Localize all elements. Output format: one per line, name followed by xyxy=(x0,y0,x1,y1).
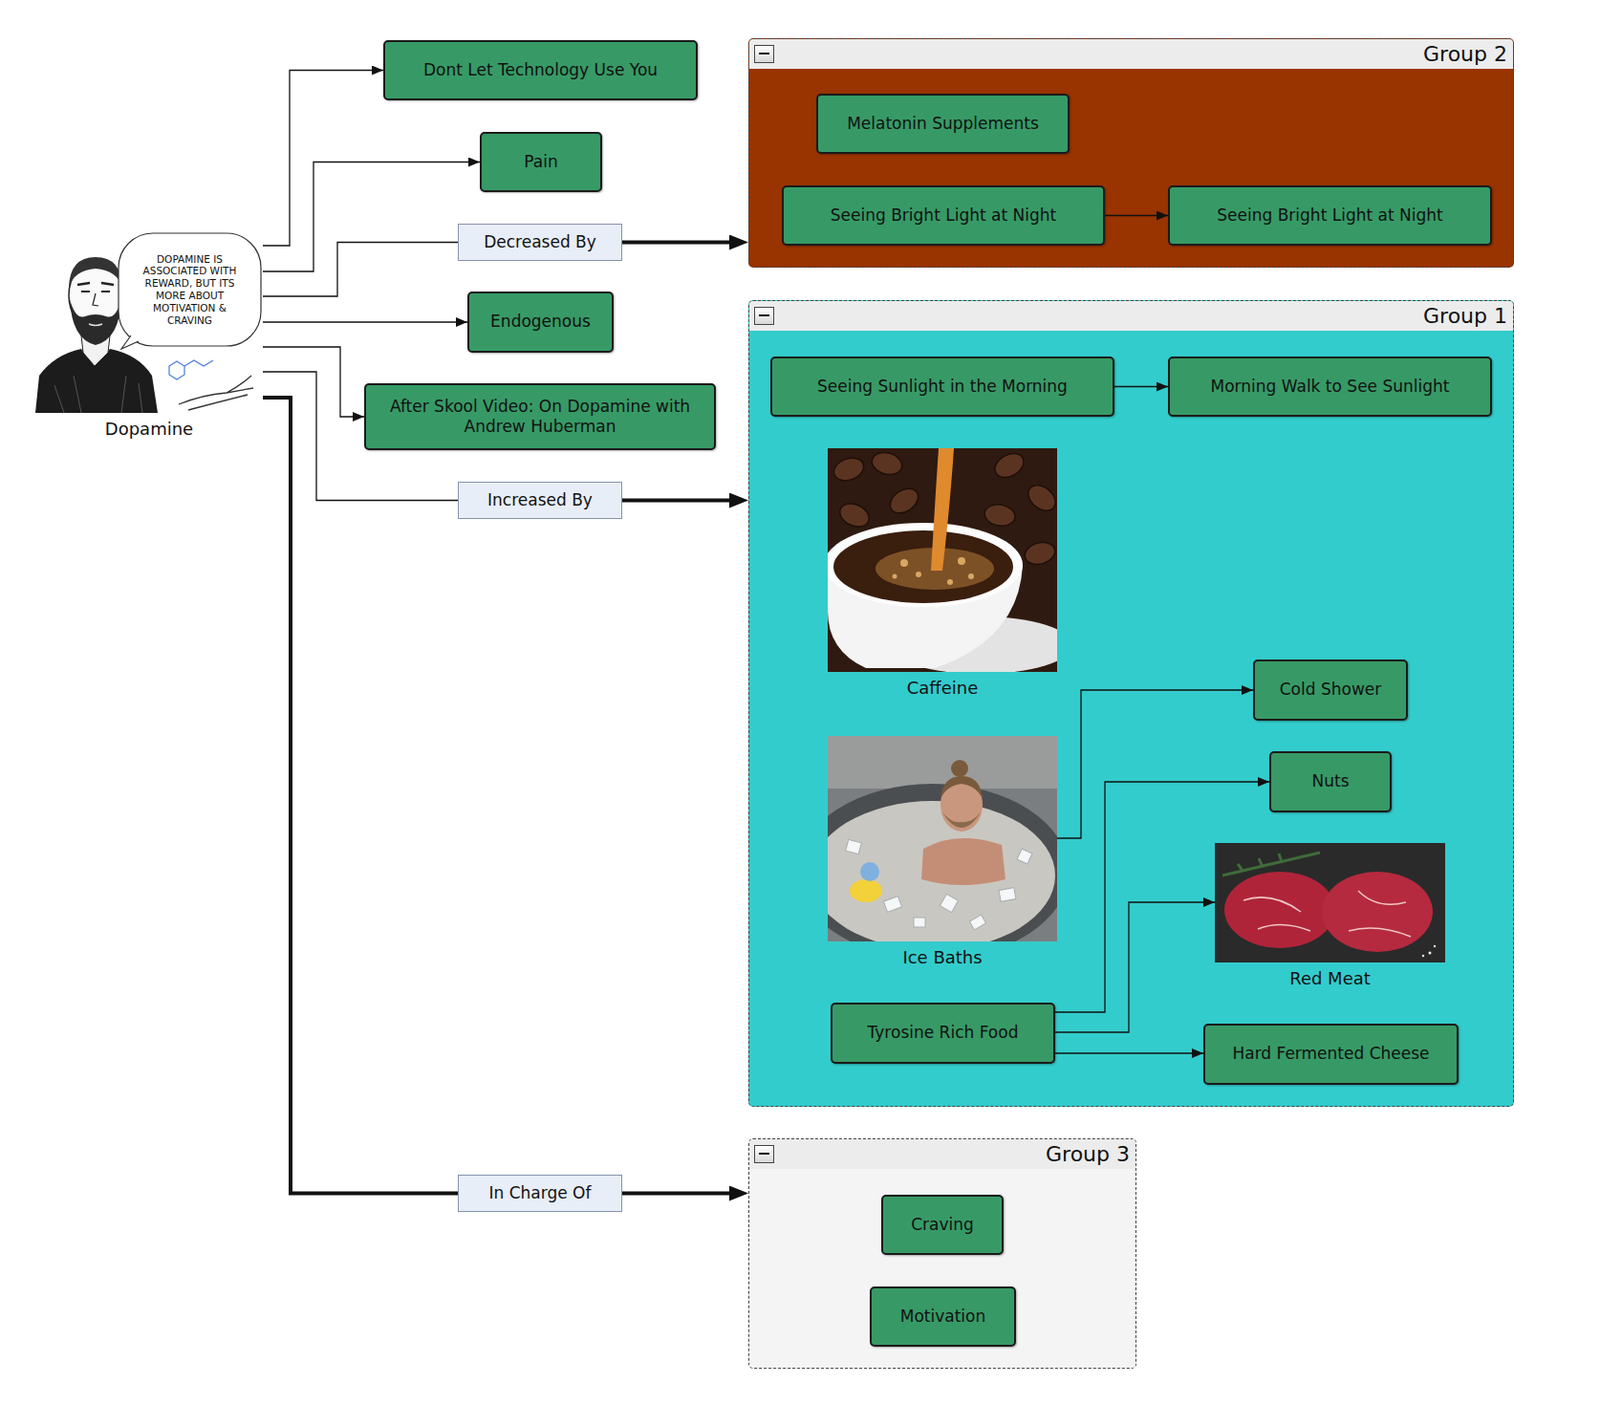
caption-box: Ice Baths xyxy=(827,941,1058,970)
connector xyxy=(262,321,468,323)
topic-text: Morning Walk to See Sunlight xyxy=(1210,376,1450,397)
topic-box: Cold Shower xyxy=(1253,659,1408,721)
topic-box: After Skool Video: On Dopamine with Andr… xyxy=(364,383,716,451)
caption-box: Dopamine xyxy=(35,412,263,441)
connector xyxy=(262,397,458,1194)
topic-box: Endogenous xyxy=(467,291,614,353)
topic-text: Hard Fermented Cheese xyxy=(1232,1043,1429,1064)
topic-box: Nuts xyxy=(1269,751,1392,813)
group-title: Group 3 xyxy=(1045,1141,1130,1168)
topic-text: After Skool Video: On Dopamine with Andr… xyxy=(375,396,705,438)
connector xyxy=(262,242,458,298)
collapse-button xyxy=(754,1145,775,1164)
image-topic: Ice Baths xyxy=(827,735,1058,975)
relation-box: In Charge Of xyxy=(457,1174,623,1212)
connector xyxy=(622,240,741,245)
topic-text: Seeing Bright Light at Night xyxy=(1216,205,1443,226)
image-caption: Ice Baths xyxy=(902,947,982,968)
topic-text: Tyrosine Rich Food xyxy=(867,1022,1019,1043)
topic-picture xyxy=(1214,843,1446,963)
connector xyxy=(262,162,480,273)
topic-text: Endogenous xyxy=(490,311,591,332)
connector xyxy=(622,498,741,503)
caption-box: Red Meat xyxy=(1214,962,1446,991)
group-title: Group 2 xyxy=(1423,41,1508,68)
group-frame: Group 1 Seeing Sunlight in the Morning Mor… xyxy=(748,300,1514,1107)
topic-box: Morning Walk to See Sunlight xyxy=(1167,356,1492,417)
relation-text: Decreased By xyxy=(483,232,597,253)
topic-text: Craving xyxy=(910,1214,974,1235)
group-title: Group 1 xyxy=(1423,302,1508,330)
image-topic: Dopamine xyxy=(35,232,263,443)
topic-box: Craving xyxy=(881,1194,1004,1255)
connector xyxy=(1055,1052,1204,1054)
group-frame: Group 2 Melatonin SupplementsSeeing Brigh… xyxy=(748,38,1514,268)
relation-box: Decreased By xyxy=(457,223,623,261)
topic-text: Seeing Bright Light at Night xyxy=(830,205,1057,226)
connector xyxy=(1104,215,1168,217)
image-topic: Red Meat xyxy=(1214,843,1446,996)
topic-text: Nuts xyxy=(1311,771,1349,792)
topic-text: Motivation xyxy=(900,1306,987,1327)
topic-box: Pain xyxy=(479,131,603,193)
topic-text: Melatonin Supplements xyxy=(846,113,1039,134)
connector xyxy=(1055,902,1215,1033)
topic-text: Seeing Sunlight in the Morning xyxy=(817,376,1068,397)
speech-note: DOPAMINE IS ASSOCIATED WITH REWARD, BUT … xyxy=(131,253,248,327)
collapse-button xyxy=(754,44,775,64)
topic-box: Seeing Sunlight in the Morning xyxy=(770,356,1115,417)
group-frame: Group 3 CravingMotivation xyxy=(748,1138,1137,1369)
topic-text: Pain xyxy=(523,151,558,173)
picture-art xyxy=(35,232,263,413)
picture-art xyxy=(827,448,1058,672)
connector xyxy=(1057,690,1254,839)
connector xyxy=(1114,386,1168,388)
topic-box: Seeing Bright Light at Night xyxy=(1167,185,1492,246)
topic-text: Cold Shower xyxy=(1279,679,1383,700)
topic-box: Dont Let Technology Use You xyxy=(383,40,698,101)
connector xyxy=(622,1191,741,1196)
topic-box: Melatonin Supplements xyxy=(816,93,1070,154)
topic-picture xyxy=(827,448,1058,672)
image-caption: Dopamine xyxy=(105,418,194,439)
connector xyxy=(262,70,384,247)
picture-art xyxy=(827,735,1058,942)
topic-box: Motivation xyxy=(869,1286,1017,1347)
image-topic: Caffeine xyxy=(827,448,1058,707)
picture-art xyxy=(1214,843,1446,963)
topic-picture xyxy=(35,232,263,413)
collapse-button xyxy=(754,306,775,325)
image-caption: Caffeine xyxy=(907,677,979,698)
topic-box: Tyrosine Rich Food xyxy=(830,1002,1056,1064)
caption-box: Caffeine xyxy=(827,671,1058,700)
topic-picture xyxy=(827,735,1058,942)
relation-box: Increased By xyxy=(457,481,623,519)
image-caption: Red Meat xyxy=(1289,968,1371,989)
topic-box: Hard Fermented Cheese xyxy=(1203,1023,1459,1085)
relation-text: Increased By xyxy=(487,490,593,511)
topic-text: Dont Let Technology Use You xyxy=(423,60,658,81)
group-header: Group 2 xyxy=(749,39,1514,69)
topic-box: Seeing Bright Light at Night xyxy=(781,185,1105,246)
group-header: Group 1 xyxy=(749,301,1514,331)
connector xyxy=(262,346,365,417)
relation-text: In Charge Of xyxy=(489,1183,592,1204)
group-header: Group 3 xyxy=(749,1139,1136,1169)
